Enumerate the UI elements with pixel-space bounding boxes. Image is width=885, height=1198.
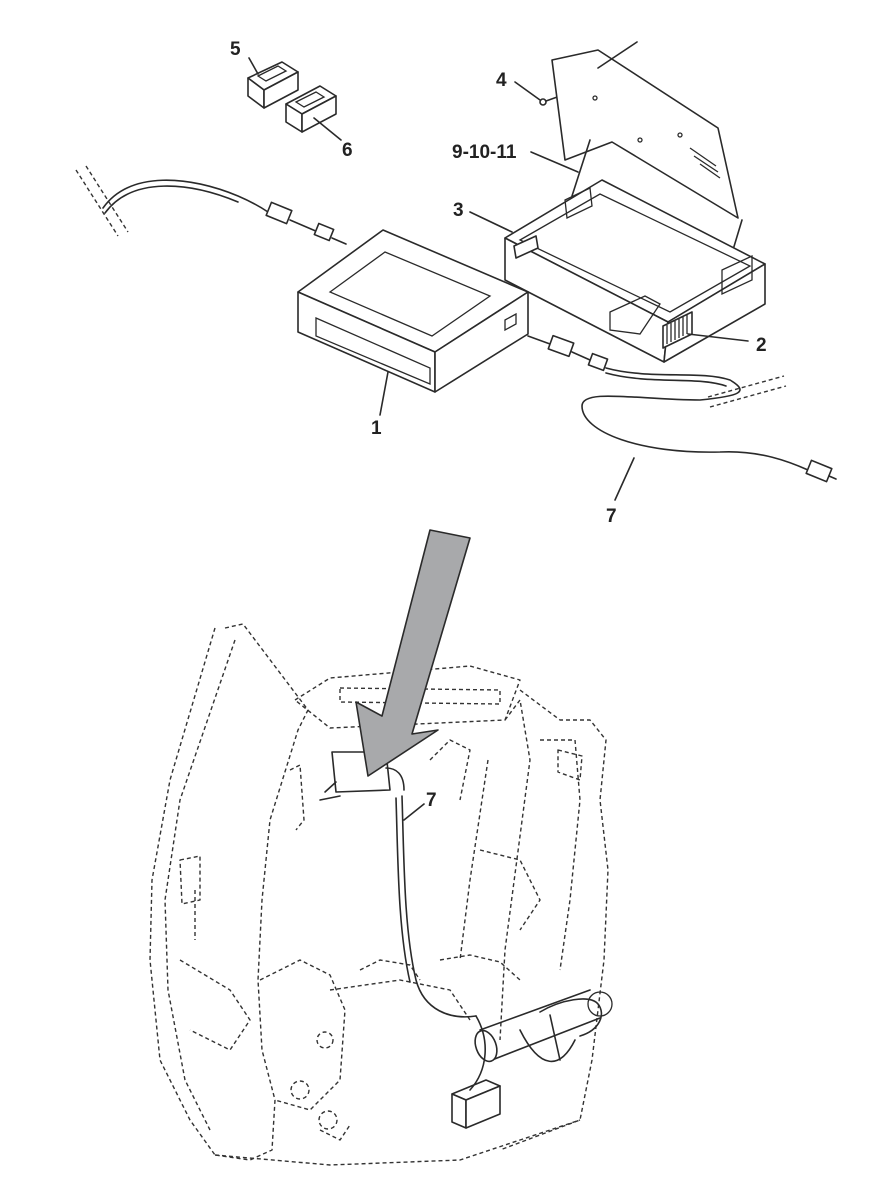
callout-1: 1 bbox=[371, 418, 382, 439]
part-1-main-unit bbox=[297, 229, 529, 393]
callout-7-upper: 7 bbox=[606, 506, 617, 527]
callout-3: 3 bbox=[453, 200, 464, 221]
location-arrow bbox=[355, 529, 471, 777]
callout-6: 6 bbox=[342, 140, 353, 161]
part-5-clip bbox=[247, 61, 299, 109]
vehicle-outline bbox=[149, 623, 613, 1166]
part-6-clip bbox=[285, 85, 337, 133]
callout-4: 4 bbox=[496, 70, 507, 91]
part-7-harness bbox=[527, 334, 837, 483]
part-3-housing bbox=[504, 41, 766, 363]
upper-harness bbox=[75, 165, 347, 245]
callout-7-lower: 7 bbox=[426, 790, 437, 811]
leader-lines bbox=[248, 57, 749, 821]
callout-9-10-11: 9-10-11 bbox=[452, 142, 517, 163]
callout-5: 5 bbox=[230, 39, 241, 60]
callout-2: 2 bbox=[756, 335, 767, 356]
